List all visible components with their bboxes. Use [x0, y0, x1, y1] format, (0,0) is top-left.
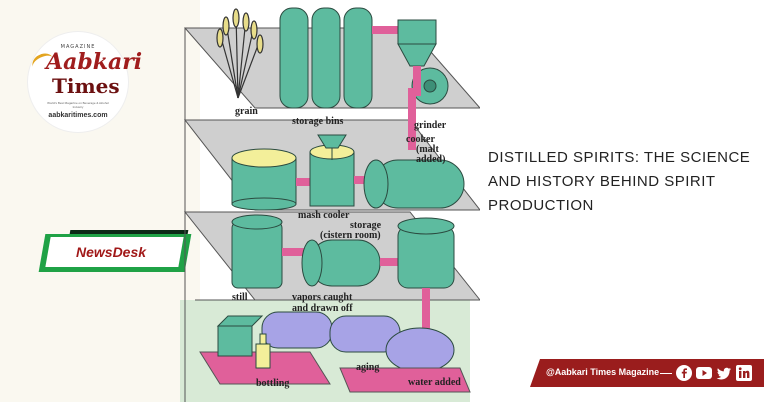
- cistern-storage-icon: [397, 217, 455, 289]
- youtube-icon[interactable]: [696, 365, 712, 381]
- label-cooker-1: cooker: [406, 134, 435, 145]
- label-storage-bins: storage bins: [292, 116, 344, 127]
- condenser-icon: [301, 239, 381, 287]
- still-icon: [231, 214, 283, 289]
- label-grain: grain: [235, 106, 258, 117]
- bottle-crate-icon: [216, 315, 271, 369]
- social-handle[interactable]: @Aabkari Times Magazine: [546, 367, 660, 377]
- label-aging: aging: [356, 362, 379, 373]
- water-pad: [339, 367, 471, 393]
- mixer-tank-icon: [309, 134, 355, 207]
- storage-bins-icon: [279, 7, 373, 109]
- category-label: NewsDesk: [76, 244, 147, 260]
- distillery-diagram: grain storage bins grinder cooker (malt …: [183, 7, 480, 402]
- article-headline[interactable]: DISTILLED SPIRITS: THE SCIENCE AND HISTO…: [488, 149, 751, 214]
- category-badge[interactable]: NewsDesk: [38, 230, 192, 276]
- label-bottling: bottling: [256, 378, 289, 389]
- logo-magazine-label: MAGAZINE: [60, 44, 96, 50]
- brand-logo[interactable]: MAGAZINE Aabkari Times World's Best Maga…: [28, 32, 142, 132]
- label-mash-cooler: mash cooler: [298, 210, 350, 221]
- badge-stripe: [69, 230, 189, 234]
- label-water-added: water added: [408, 377, 461, 388]
- label-vapors-1: vapors caught: [292, 292, 353, 303]
- mash-cooler-icon: [231, 148, 297, 211]
- grain-icon: [216, 8, 264, 99]
- twitter-icon[interactable]: [716, 365, 732, 381]
- logo-name-line1: Aabkari: [46, 49, 143, 75]
- pipe-grinder-cooker: [408, 66, 421, 150]
- logo-url: aabkaritimes.com: [48, 112, 108, 119]
- label-grinder: grinder: [414, 120, 447, 131]
- facebook-icon[interactable]: [676, 365, 692, 381]
- logo-tagline: World's Best Magazine on Beverage & Alco…: [47, 101, 109, 109]
- label-still: still: [232, 292, 248, 303]
- logo-name-line2: Times: [52, 74, 120, 98]
- label-cooker-3: added): [416, 154, 445, 165]
- social-divider: [660, 373, 672, 374]
- cooker-icon: [363, 159, 465, 209]
- social-bar: @Aabkari Times Magazine: [530, 359, 764, 387]
- aging-barrels-icon: [261, 311, 455, 373]
- label-storage-1: storage: [350, 220, 382, 231]
- label-cooker-2: (malt: [416, 144, 439, 155]
- label-storage-2: (cistern room): [320, 230, 381, 241]
- linkedin-icon[interactable]: [736, 365, 752, 381]
- label-vapors-2: and drawn off: [292, 303, 353, 314]
